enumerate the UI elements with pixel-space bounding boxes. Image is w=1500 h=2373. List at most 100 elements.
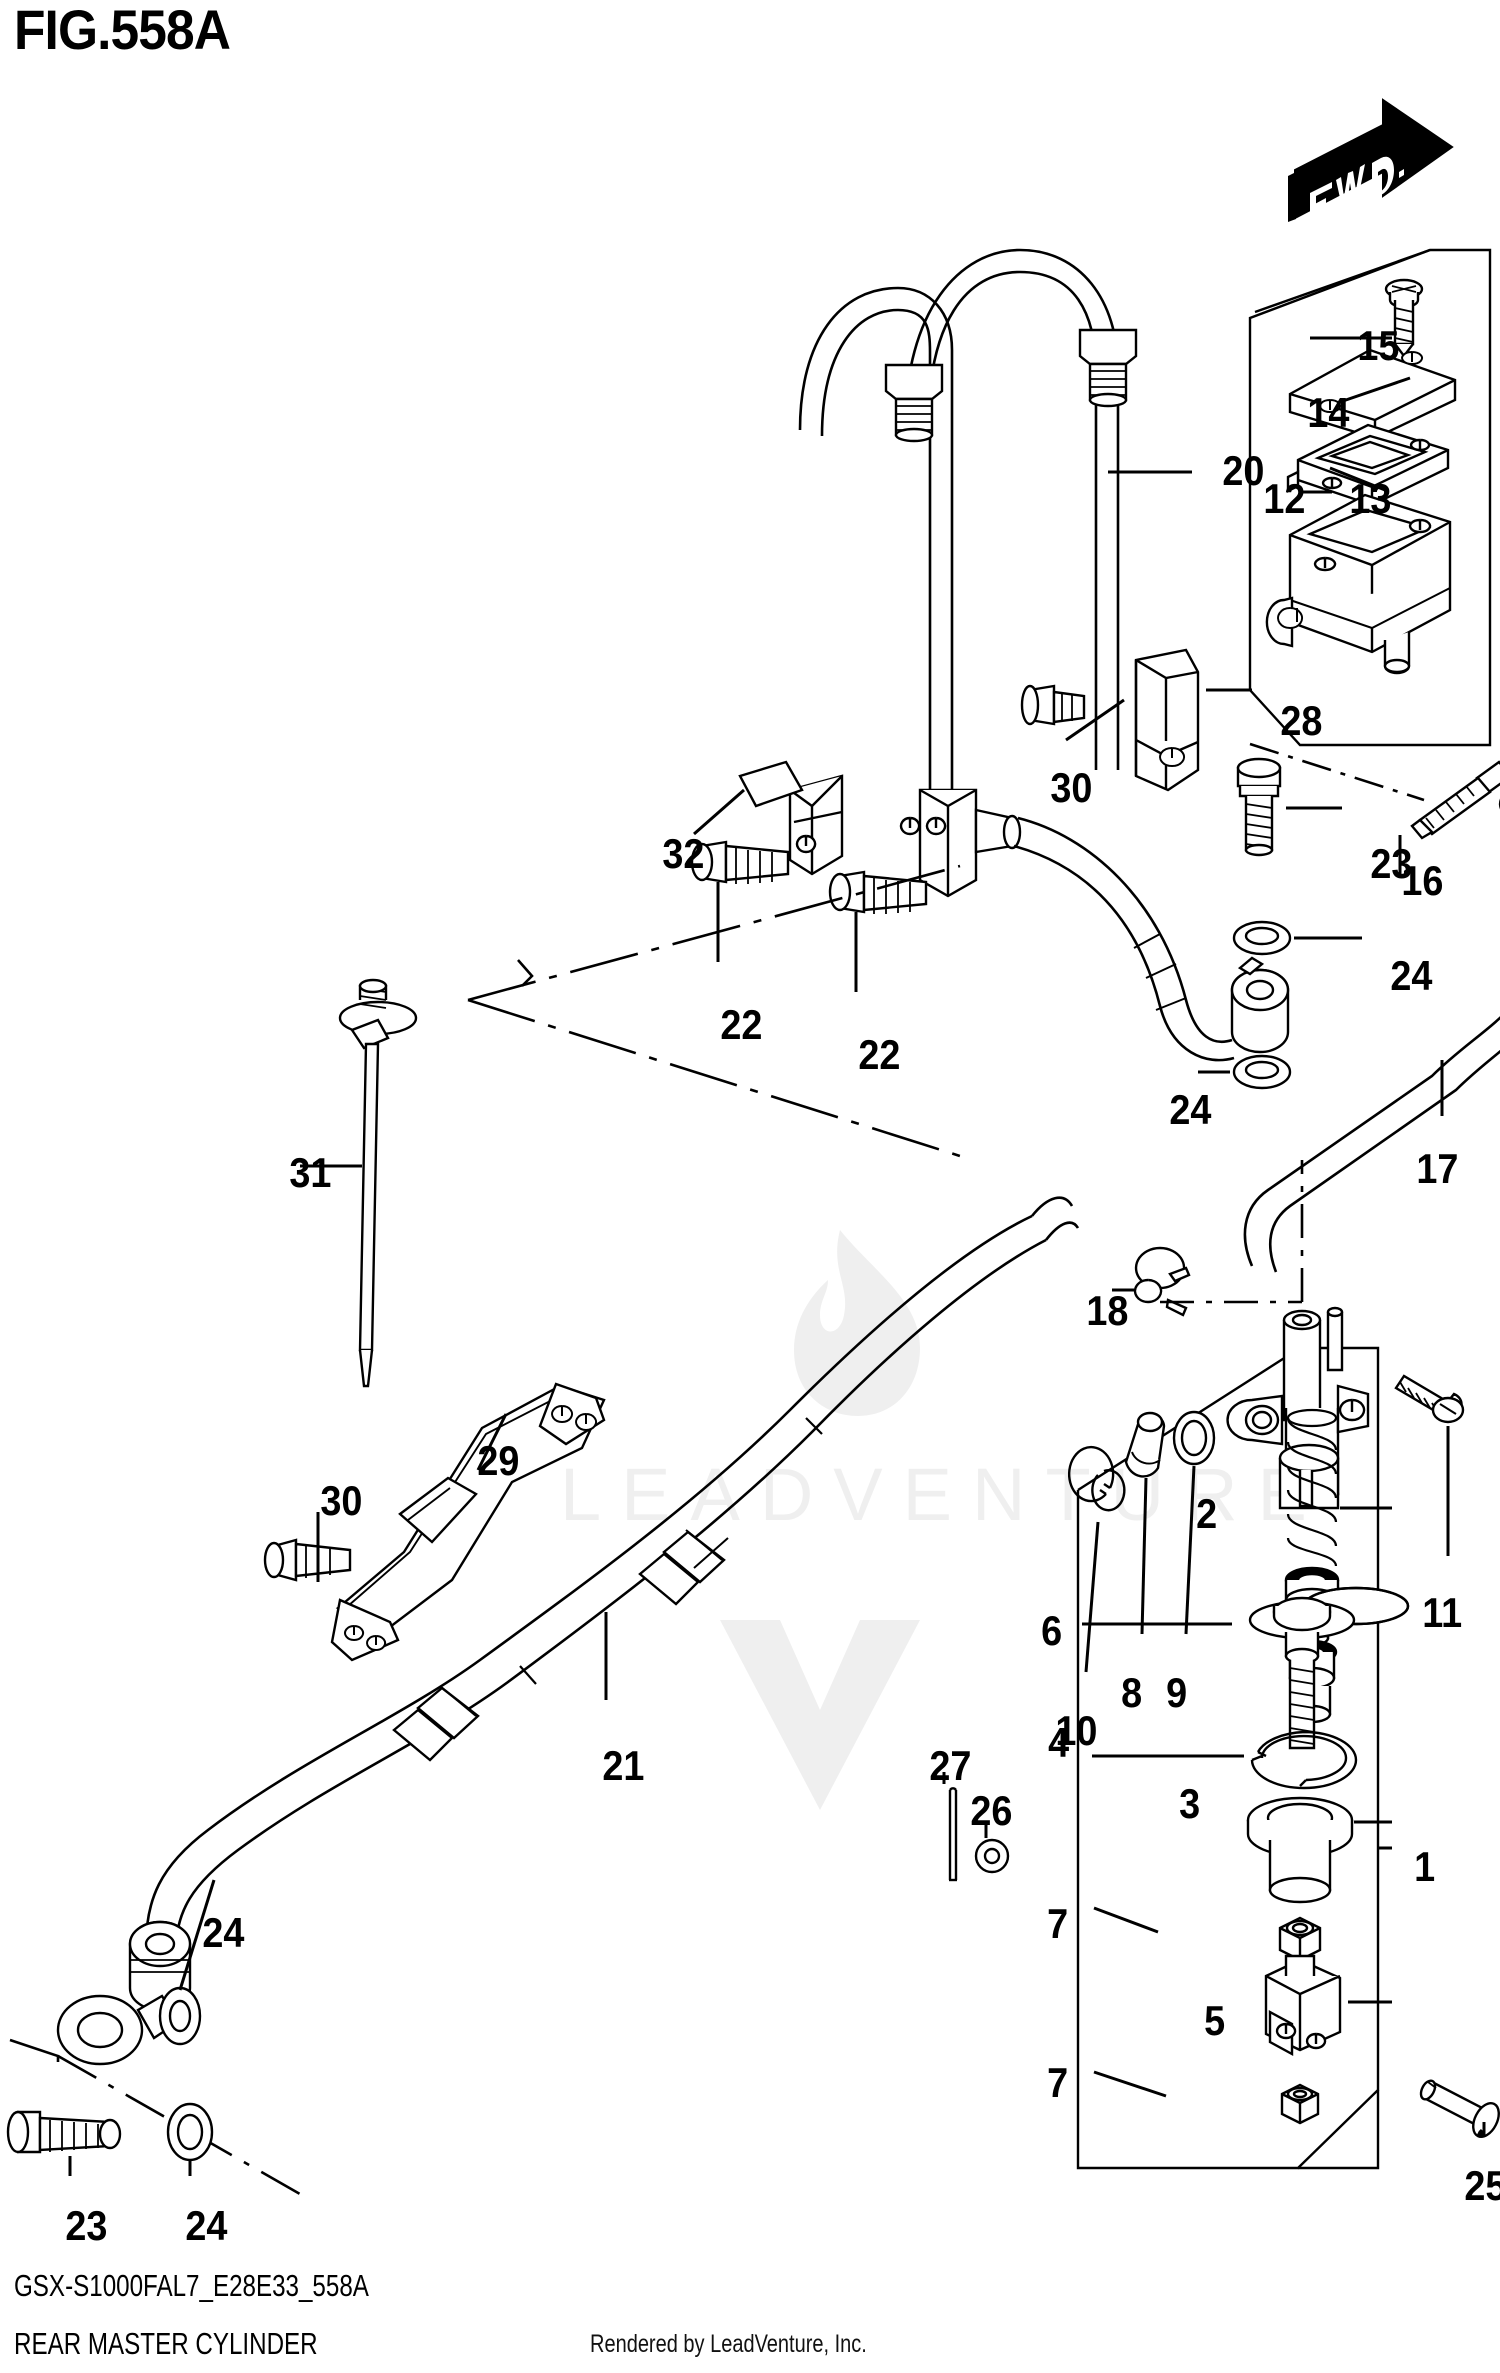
hose-clamp-21-a xyxy=(638,1529,729,1606)
watermark-text: LEADVENTURE xyxy=(560,1453,1327,1536)
part-7-lock-nut-upper xyxy=(1278,1916,1322,1962)
callout-31-cable-tie: 31 xyxy=(289,1149,332,1196)
callout-30-bracket-bolt-lower: 30 xyxy=(320,1477,363,1524)
leader-7a xyxy=(1093,1906,1159,1934)
hose-clamp-21-b xyxy=(392,1685,480,1762)
callout-8-reservoir-hose-joint: 8 xyxy=(1121,1669,1143,1716)
hose-junction-block-right xyxy=(899,788,1022,898)
callout-9-o-ring: 9 xyxy=(1166,1669,1188,1716)
callout-11-screw: 11 xyxy=(1422,1589,1463,1636)
watermark-flame-icon xyxy=(794,1230,920,1416)
callout-20-brake-hose-front: 20 xyxy=(1222,447,1265,494)
callout-17-reservoir-hose: 17 xyxy=(1416,1145,1459,1192)
part-22-union-bolt-left xyxy=(690,840,790,884)
part-11-screw xyxy=(1394,1374,1465,1424)
part-13-reservoir-diaphragm xyxy=(1286,423,1450,507)
part-6-push-rod-main xyxy=(1248,1596,1356,1750)
part-7-lock-nut-lower xyxy=(1280,2083,1320,2125)
part-21-rear-brake-hose xyxy=(144,1196,1080,1951)
callout-25-clevis-pin: 25 xyxy=(1464,2162,1500,2209)
callout-6-push-rod: 6 xyxy=(1041,1607,1063,1654)
callout-4-snap-ring: 4 xyxy=(1048,1719,1070,1766)
leader-8 xyxy=(1140,1477,1148,1635)
part-18-hose-clamp xyxy=(1133,1246,1191,1317)
part-28-hose-guide-bracket xyxy=(1134,648,1200,792)
callout-7-lock-nut-lower: 7 xyxy=(1047,2059,1069,2106)
part-10-circlip xyxy=(1067,1445,1126,1512)
part-24-gasket-d xyxy=(166,2102,214,2162)
part-22-union-bolt-right xyxy=(828,870,928,914)
part-23-union-bolt-upper xyxy=(1236,757,1282,857)
callout-26-washer: 26 xyxy=(970,1787,1013,1834)
footer-section-title: REAR MASTER CYLINDER xyxy=(14,2326,318,2361)
part-3-dust-boot xyxy=(1246,1796,1354,1904)
callout-14-reservoir-cap: 14 xyxy=(1307,389,1350,436)
part-16-reservoir-mount-bolt xyxy=(1410,760,1500,840)
callout-13-reservoir-diaphragm: 13 xyxy=(1349,475,1392,522)
callout-24-gasket-d: 24 xyxy=(185,2202,228,2249)
callout-24-gasket-a: 24 xyxy=(1390,952,1433,999)
leader-10 xyxy=(1084,1521,1100,1673)
part-25-clevis-pin xyxy=(1419,2079,1500,2138)
hose-section-marks-21 xyxy=(519,1417,823,1685)
callout-12-reservoir-assembly: 12 xyxy=(1263,475,1306,522)
leader-24c xyxy=(178,1879,216,1991)
fwd-arrow-icon xyxy=(1288,98,1454,228)
callout-22-union-bolt-right: 22 xyxy=(858,1031,901,1078)
part-29-hose-clamp-bracket xyxy=(330,1382,606,1662)
part-8-reservoir-hose-joint xyxy=(1124,1411,1166,1478)
part-5-clevis-yoke xyxy=(1264,1954,1342,2057)
part-15-reservoir-cap-screw xyxy=(1384,278,1424,358)
watermark-v-icon xyxy=(720,1620,920,1810)
part-27-cotter-pin xyxy=(948,1787,958,1882)
part-26-washer xyxy=(974,1838,1010,1874)
callout-1-rear-master-cylinder-assembly: 1 xyxy=(1414,1843,1436,1890)
callout-22-union-bolt-left: 22 xyxy=(720,1001,763,1048)
callout-16-reservoir-mount-bolt: 16 xyxy=(1401,857,1444,904)
leader-7b xyxy=(1093,2070,1167,2098)
part-24-gasket-b xyxy=(1232,1054,1292,1090)
part-30-bracket-bolt-upper xyxy=(1020,684,1086,726)
callout-27-cotter-pin: 27 xyxy=(929,1742,972,1789)
callout-23-union-bolt-upper: 23 xyxy=(1370,840,1413,887)
part-23-union-bolt-lower xyxy=(6,2110,122,2154)
callout-10-circlip: 10 xyxy=(1055,1707,1098,1754)
part-24-gasket-a xyxy=(1232,920,1292,956)
footer-part-code: GSX-S1000FAL7_E28E33_558A xyxy=(14,2268,369,2303)
footer-rendered-by: Rendered by LeadVenture, Inc. xyxy=(590,2330,867,2358)
watermark: LEADVENTURE xyxy=(560,1230,1327,1810)
part-30-bracket-bolt-lower xyxy=(263,1538,352,1582)
hose-21-banjo-end xyxy=(56,1920,202,2066)
callout-2-piston-cup-set: 2 xyxy=(1196,1490,1218,1537)
callout-18-hose-clamp-lower: 18 xyxy=(1086,1287,1129,1334)
callout-3-dust-boot: 3 xyxy=(1179,1780,1201,1827)
assembly-dash-line-center xyxy=(467,864,961,1158)
part-14-reservoir-cap xyxy=(1288,348,1457,440)
part-17-reservoir-hose xyxy=(1243,1016,1500,1273)
leader-lines-reservoir xyxy=(1300,336,1411,494)
callout-23-union-bolt-lower: 23 xyxy=(65,2202,108,2249)
callout-28-hose-guide-bracket: 28 xyxy=(1280,697,1323,744)
hose-end-fitting-a xyxy=(884,363,944,443)
callout-32-hose-guide-clip: 32 xyxy=(662,830,705,877)
part-31-cable-tie xyxy=(338,978,418,1388)
part-32-hose-guide-clip xyxy=(738,760,804,808)
leader-32 xyxy=(693,788,745,836)
assembly-dash-line-cylinder xyxy=(1160,1160,1304,1304)
callout-24-gasket-b: 24 xyxy=(1169,1086,1212,1133)
hose-right-segment xyxy=(1013,816,1235,1062)
page-footer: GSX-S1000FAL7_E28E33_558A REAR MASTER CY… xyxy=(0,2268,1500,2373)
callout-5-clevis-yoke: 5 xyxy=(1204,1997,1226,2044)
callout-30-bracket-bolt-upper: 30 xyxy=(1050,764,1093,811)
hose-junction-block-left xyxy=(788,774,844,876)
callout-7-lock-nut-upper: 7 xyxy=(1047,1900,1069,1947)
leader-29 xyxy=(476,1413,508,1471)
leader-30a xyxy=(1065,698,1125,742)
hose-end-fitting-b xyxy=(1078,328,1138,408)
reservoir-group-outline xyxy=(1248,248,1492,747)
callout-29-hose-clamp-bracket: 29 xyxy=(477,1437,520,1484)
callout-24-gasket-c: 24 xyxy=(202,1909,245,1956)
part-4-snap-ring xyxy=(1250,1730,1358,1790)
